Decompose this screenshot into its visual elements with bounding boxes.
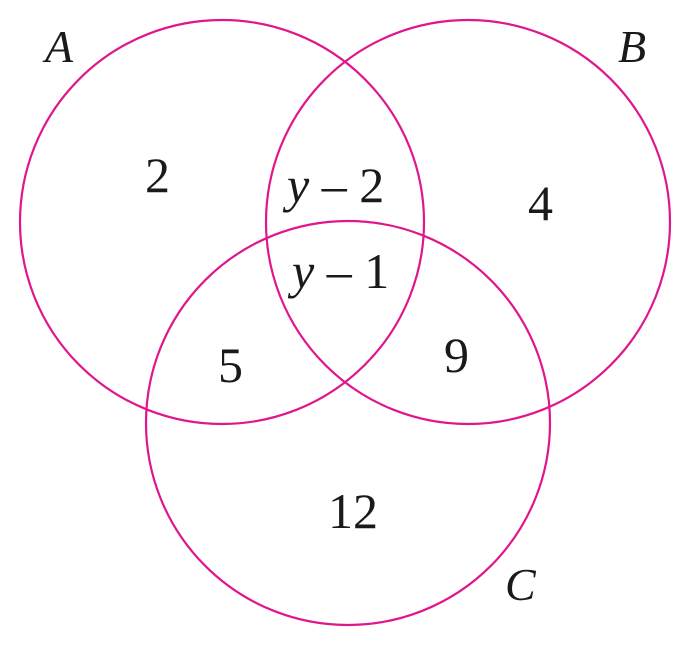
region-b-only: 4	[528, 175, 553, 231]
region-a-c-only: 5	[218, 337, 243, 393]
circle-b	[264, 18, 672, 426]
region-a-b-c-variable: y	[287, 243, 315, 299]
region-a-b-rest: – 2	[309, 157, 384, 213]
set-label-b: B	[618, 21, 646, 72]
set-label-c: C	[505, 559, 537, 610]
region-c-only: 12	[328, 483, 378, 539]
region-a-b-only: y – 2	[282, 157, 384, 213]
set-label-a: A	[42, 21, 74, 72]
region-a-b-variable: y	[282, 157, 310, 213]
region-b-c-only: 9	[444, 327, 469, 383]
circle-a	[18, 18, 426, 426]
region-a-b-c: y – 1	[287, 243, 389, 299]
circle-c	[144, 219, 552, 627]
region-a-only: 2	[145, 147, 170, 203]
region-a-b-c-rest: – 1	[314, 243, 389, 299]
